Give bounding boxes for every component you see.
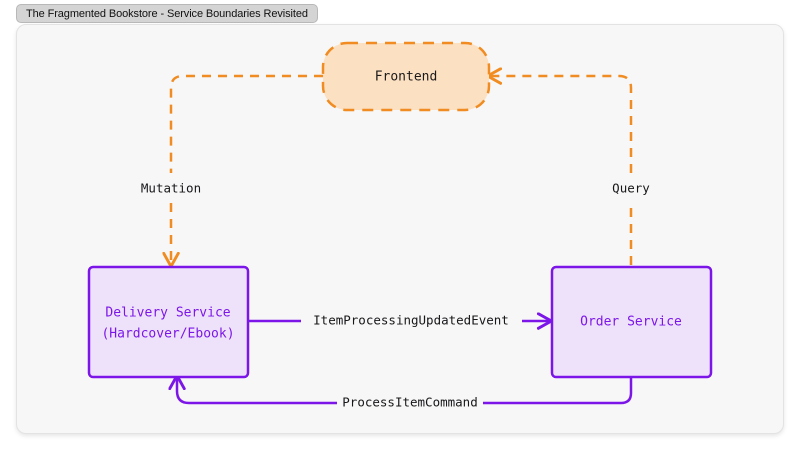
- edge-label-event: ItemProcessingUpdatedEvent: [313, 313, 509, 328]
- edge-label-query: Query: [612, 181, 650, 196]
- node-delivery-label-line2: (Hardcover/Ebook): [101, 327, 234, 342]
- edge-label-command: ProcessItemCommand: [342, 395, 477, 410]
- node-delivery-shape: [87, 265, 250, 379]
- node-delivery-label-line1: Delivery Service: [105, 306, 230, 321]
- node-order-service[interactable]: Order Service: [550, 265, 713, 379]
- diagram-canvas-panel: Mutation Query ItemProcessingUpdatedEven…: [16, 24, 784, 434]
- window-title-tab: The Fragmented Bookstore - Service Bound…: [16, 4, 318, 23]
- node-frontend[interactable]: Frontend: [321, 41, 491, 112]
- edge-event: ItemProcessingUpdatedEvent: [248, 312, 553, 330]
- edge-query: Query: [486, 67, 650, 265]
- edge-command: ProcessItemCommand: [168, 374, 633, 410]
- edge-command-line-left: [168, 374, 337, 405]
- node-order-shape: [550, 265, 713, 379]
- node-frontend-shape: [321, 41, 491, 112]
- node-delivery-service[interactable]: Delivery Service (Hardcover/Ebook): [87, 265, 250, 379]
- edge-query-line-upper: [486, 67, 633, 173]
- node-order-label: Order Service: [580, 315, 682, 330]
- diagram-svg: Mutation Query ItemProcessingUpdatedEven…: [87, 41, 713, 410]
- node-frontend-label: Frontend: [375, 70, 438, 85]
- edge-mutation-line-upper: [169, 74, 323, 173]
- edge-label-mutation: Mutation: [141, 181, 201, 196]
- window-title-text: The Fragmented Bookstore - Service Bound…: [26, 7, 308, 20]
- edge-command-line-right: [483, 377, 633, 405]
- edge-mutation: Mutation: [141, 74, 323, 268]
